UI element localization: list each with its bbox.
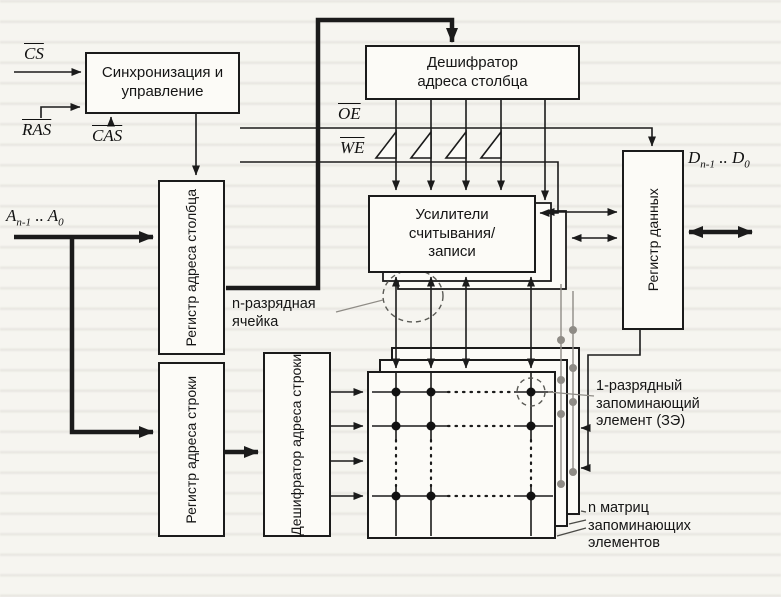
address-bus-branch bbox=[69, 237, 154, 438]
we-signal-label: WE bbox=[340, 138, 365, 157]
row-address-decoder-block: Дешифратор адреса строки bbox=[263, 352, 331, 537]
n-matrices-annotation: n матриц запоминающих элементов bbox=[588, 500, 691, 552]
annotation-pointers bbox=[335, 299, 595, 537]
wires bbox=[14, 68, 656, 500]
ras-signal-label: RAS bbox=[22, 120, 52, 139]
address-bus-label: An-1 .. A0 bbox=[6, 206, 64, 229]
read-write-amplifiers-block: Усилители считывания/ записи bbox=[368, 195, 536, 273]
column-address-decoder-label: Дешифратор адреса столбца bbox=[417, 53, 528, 90]
n-bit-cell-annotation: n-разрядная ячейка bbox=[232, 296, 316, 330]
column-driver-triangles bbox=[374, 129, 502, 159]
oe-signal-label: OE bbox=[338, 104, 361, 123]
one-bit-cell-annotation: 1-разрядный запоминающий элемент (ЗЭ) bbox=[596, 378, 700, 430]
matrix-main-box bbox=[367, 371, 556, 539]
column-address-register-label: Регистр адреса столбца bbox=[182, 188, 199, 347]
ras-wire bbox=[40, 103, 81, 118]
storage-dots bbox=[391, 387, 536, 501]
cs-signal-label: CS bbox=[24, 44, 44, 63]
buses bbox=[14, 17, 753, 458]
row-address-register-block: Регистр адреса строки bbox=[158, 362, 225, 537]
column-address-decoder-block: Дешифратор адреса столбца bbox=[365, 45, 580, 100]
datareg-to-matrix-wire bbox=[580, 330, 641, 432]
cas-signal-label: CAS bbox=[92, 126, 123, 145]
data-register-block: Регистр данных bbox=[622, 150, 684, 330]
row-address-decoder-label: Дешифратор адреса строки bbox=[288, 353, 305, 536]
column-address-register-block: Регистр адреса столбца bbox=[158, 180, 225, 355]
sync-control-block: Синхронизация и управление bbox=[85, 52, 240, 114]
sync-control-label: Синхронизация и управление bbox=[101, 64, 224, 100]
layer-storage-dots bbox=[557, 326, 577, 488]
column-address-bus bbox=[226, 17, 458, 291]
read-write-amplifiers-label: Усилители считывания/ записи bbox=[408, 205, 496, 261]
matrix-layer-boxes bbox=[367, 347, 580, 539]
oe-wire bbox=[240, 127, 656, 147]
n-bit-cell-outline bbox=[382, 269, 444, 323]
one-bit-cell-outline bbox=[516, 377, 546, 407]
row-address-register-label: Регистр адреса строки bbox=[182, 375, 199, 524]
data-bus-label: Dn-1 .. D0 bbox=[688, 148, 750, 171]
data-register-label: Регистр данных bbox=[644, 188, 661, 292]
